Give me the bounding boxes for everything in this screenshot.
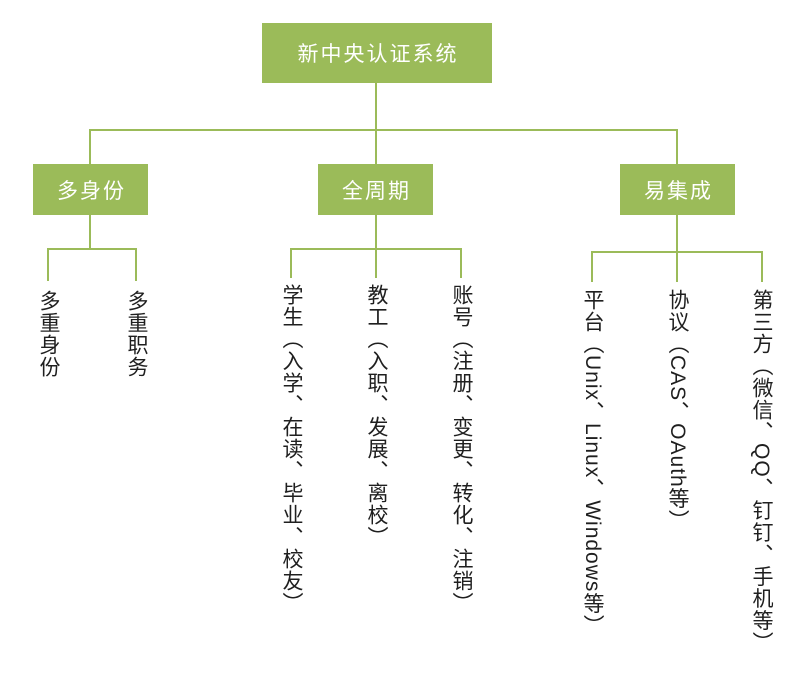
leaf-node-multiple-identities: 多重身份	[37, 290, 60, 378]
connector-line	[89, 129, 678, 131]
branch-node-multi-identity: 多身份	[33, 164, 148, 215]
branch-node-full-lifecycle: 全周期	[318, 164, 433, 215]
leaf-node-platforms: 平台（Unix、Linux、Windows等）	[581, 289, 604, 637]
leaf-node-accounts: 账号（注册、变更、转化、注销）	[450, 284, 473, 614]
leaf-node-students: 学生（入学、在读、毕业、校友）	[280, 284, 303, 614]
leaf-node-multiple-positions: 多重职务	[125, 290, 148, 378]
connector-line	[676, 129, 678, 165]
connector-line	[375, 215, 377, 250]
leaf-node-third-party: 第三方（微信、QQ、钉钉、手机等）	[750, 289, 773, 654]
leaf-node-staff: 教工（入职、发展、离校）	[365, 284, 388, 548]
connector-line	[89, 215, 91, 250]
root-node-new-central-auth-system: 新中央认证系统	[262, 23, 492, 83]
connector-line	[375, 248, 377, 278]
branch-node-easy-integration: 易集成	[620, 164, 735, 215]
connector-line	[375, 129, 377, 165]
connector-line	[89, 129, 91, 165]
connector-line	[47, 248, 49, 281]
connector-line	[375, 83, 377, 130]
connector-line	[761, 251, 763, 282]
connector-line	[460, 248, 462, 278]
connector-line	[135, 248, 137, 281]
connector-line	[676, 251, 678, 282]
connector-line	[591, 251, 593, 282]
leaf-node-protocols: 协议（CAS、OAuth等）	[666, 289, 689, 532]
connector-line	[676, 215, 678, 253]
connector-line	[47, 248, 137, 250]
connector-line	[290, 248, 292, 278]
